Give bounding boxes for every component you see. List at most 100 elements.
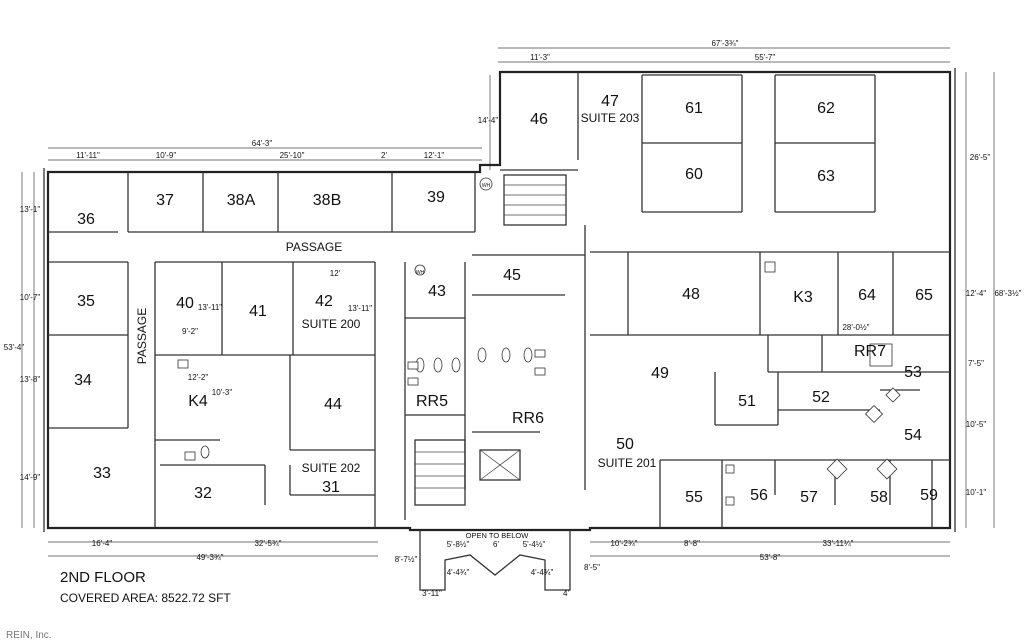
dim-label: 28'-0½" — [842, 323, 869, 332]
room-41-label: 41 — [249, 303, 267, 320]
dim-label: 9'-2" — [182, 327, 198, 336]
dimension-labels: 64'-3" 11'-11" 10'-9" 25'-10" 2' 12'-1" … — [4, 39, 1022, 598]
room-61-label: 61 — [685, 100, 703, 117]
room-36-label: 36 — [77, 211, 95, 228]
dim-label: 11'-11" — [76, 151, 100, 160]
fixtures — [177, 177, 901, 506]
dim-label: 10'-2¾" — [610, 539, 637, 548]
room-50-label: 50 — [616, 436, 634, 453]
dim-label: 12'-2" — [188, 373, 209, 382]
dim-label: 67'-3¾" — [711, 39, 738, 48]
room-45-label: 45 — [503, 267, 521, 284]
suite-203-label: SUITE 203 — [581, 111, 640, 125]
room-44-label: 44 — [324, 396, 342, 413]
floor-title: 2ND FLOOR — [60, 569, 146, 586]
dim-label: 12'-4" — [966, 289, 987, 298]
room-60-label: 60 — [685, 166, 703, 183]
room-34-label: 34 — [74, 372, 92, 389]
dim-label: 26'-5" — [970, 153, 991, 162]
room-40-label: 40 — [176, 295, 194, 312]
dim-label: 10'-7" — [20, 293, 41, 302]
wh-label: WH — [416, 270, 425, 276]
room-37-label: 37 — [156, 192, 174, 209]
dim-label: 25'-10" — [280, 151, 305, 160]
dim-label: 68'-3½" — [994, 289, 1021, 298]
dimension-lines — [21, 47, 995, 557]
room-65-label: 65 — [915, 287, 933, 304]
dim-label: 6' — [493, 540, 499, 549]
water-heater-icon — [414, 264, 426, 276]
passage-vertical-label: PASSAGE — [135, 308, 149, 364]
room-52-label: 52 — [812, 389, 830, 406]
dim-label: 13'-11" — [348, 304, 372, 313]
room-rr7-label: RR7 — [854, 343, 886, 360]
dim-label: 4'-4¾" — [447, 568, 470, 577]
covered-area-label: COVERED AREA: 8522.72 SFT — [60, 591, 231, 605]
stairs — [414, 174, 567, 506]
title-block: 2ND FLOOR COVERED AREA: 8522.72 SFT REIN… — [6, 569, 231, 641]
room-31-label: 31 — [322, 479, 340, 496]
room-53-label: 53 — [904, 364, 922, 381]
room-35-label: 35 — [77, 293, 95, 310]
room-rr6-label: RR6 — [512, 410, 544, 427]
room-56-label: 56 — [750, 487, 768, 504]
room-59-label: 59 — [920, 487, 938, 504]
wh-label: WH — [482, 183, 491, 189]
room-54-label: 54 — [904, 427, 922, 444]
room-rr5-label: RR5 — [416, 393, 448, 410]
dim-label: 13'-8" — [20, 375, 41, 384]
dim-label: 4'-4¾" — [531, 568, 554, 577]
dim-label: 32'-5¾" — [254, 539, 281, 548]
dim-label: 11'-3" — [530, 53, 550, 62]
outer-walls — [43, 68, 956, 591]
dim-label: 13'-1" — [20, 205, 41, 214]
dim-label: 4' — [563, 589, 569, 598]
dim-label: 14'-9" — [20, 473, 41, 482]
dim-label: 55'-7" — [755, 53, 776, 62]
room-39-label: 39 — [427, 189, 445, 206]
dim-label: 8'-8" — [684, 539, 700, 548]
open-to-below-label: OPEN TO BELOW — [466, 531, 530, 540]
dim-label: 14'-4" — [478, 116, 499, 125]
dim-label: 3'-11" — [422, 589, 442, 598]
room-49-label: 49 — [651, 365, 669, 382]
suite-202-label: SUITE 202 — [302, 461, 361, 475]
dim-label: 33'-11¼" — [823, 539, 854, 548]
room-38a-label: 38A — [227, 192, 256, 209]
room-43-label: 43 — [428, 283, 446, 300]
room-38b-label: 38B — [313, 192, 341, 209]
dim-label: 64'-3" — [252, 139, 273, 148]
room-55-label: 55 — [685, 489, 703, 506]
room-48-label: 48 — [682, 286, 700, 303]
dim-label: 2' — [381, 151, 387, 160]
water-heater-icon — [479, 177, 493, 191]
room-labels: 36 37 38A 38B 39 PASSAGE PASSAGE 35 34 3… — [74, 93, 938, 540]
dim-label: 12'-1" — [424, 151, 445, 160]
room-42-label: 42 — [315, 293, 333, 310]
dim-label: 5'-4½" — [523, 540, 546, 549]
room-62-label: 62 — [817, 100, 835, 117]
dim-label: 13'-11" — [198, 303, 222, 312]
suite-200-label: SUITE 200 — [302, 317, 361, 331]
dim-label: 8'-5" — [584, 563, 600, 572]
dim-label: 53'-4" — [4, 343, 25, 352]
dim-label: 5'-8½" — [447, 540, 470, 549]
room-57-label: 57 — [800, 489, 818, 506]
room-k4-label: K4 — [188, 393, 208, 410]
dim-label: 8'-7½" — [395, 555, 418, 564]
dim-label: 10'-1" — [966, 488, 987, 497]
room-33-label: 33 — [93, 465, 111, 482]
room-51-label: 51 — [738, 393, 756, 410]
dim-label: 12' — [330, 269, 341, 278]
room-k3-label: K3 — [793, 289, 813, 306]
dim-label: 10'-9" — [156, 151, 177, 160]
dim-label: 16'-4" — [92, 539, 113, 548]
right-wing-walls — [500, 72, 950, 528]
room-63-label: 63 — [817, 168, 835, 185]
room-58-label: 58 — [870, 489, 888, 506]
dim-label: 10'-3" — [212, 388, 233, 397]
passage-horizontal-label: PASSAGE — [286, 240, 342, 254]
room-32-label: 32 — [194, 485, 212, 502]
watermark: REIN, Inc. — [6, 630, 52, 641]
